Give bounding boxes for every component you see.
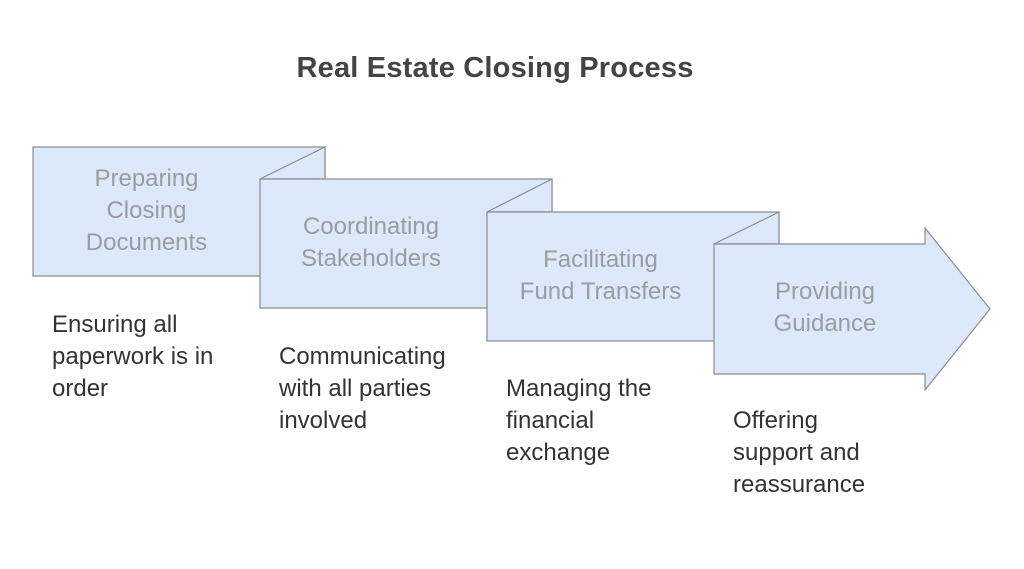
step-4-desc-line: support and — [733, 439, 860, 466]
step-1-desc-line: order — [52, 375, 109, 402]
step-2-description: Communicating with all parties involved — [279, 341, 484, 437]
step-4-title: Providing Guidance — [714, 276, 936, 340]
step-2-title-line: Coordinating — [302, 213, 440, 240]
step-3-title-line: Facilitating — [543, 246, 658, 273]
step-3-box — [486, 178, 780, 342]
step-3-desc-line: exchange — [506, 439, 611, 466]
step-4-arrow — [713, 211, 991, 392]
step-4-desc-line: reassurance — [733, 471, 866, 498]
step-4-description: Offering support and reassurance — [733, 405, 933, 501]
step-3-title: Facilitating Fund Transfers — [487, 244, 714, 308]
step-1-title: Preparing Closing Documents — [33, 163, 260, 259]
step-2-desc-line: involved — [279, 407, 368, 434]
step-4-title-line: Guidance — [773, 310, 877, 337]
diagram-title: Real Estate Closing Process — [296, 52, 694, 84]
step-4-title-line: Providing — [774, 278, 876, 305]
step-2-desc-line: with all parties — [279, 375, 432, 402]
step-3-desc-line: financial — [506, 407, 595, 434]
step-1-title-line: Preparing — [94, 165, 199, 192]
step-2-title: Coordinating Stakeholders — [260, 211, 482, 275]
step-3-desc-line: Managing the — [506, 375, 652, 402]
step-1-desc-line: Ensuring all — [52, 311, 178, 338]
step-1-title-line: Documents — [85, 229, 208, 256]
step-2-title-line: Stakeholders — [300, 245, 442, 272]
step-2-desc-line: Communicating — [279, 343, 446, 370]
step-3-description: Managing the financial exchange — [506, 373, 706, 469]
step-1-title-line: Closing — [106, 197, 187, 224]
step-4-desc-line: Offering — [733, 407, 818, 434]
step-3-title-line: Fund Transfers — [519, 278, 682, 305]
step-1-desc-line: paperwork is in — [52, 343, 214, 370]
step-1-description: Ensuring all paperwork is in order — [52, 309, 252, 405]
